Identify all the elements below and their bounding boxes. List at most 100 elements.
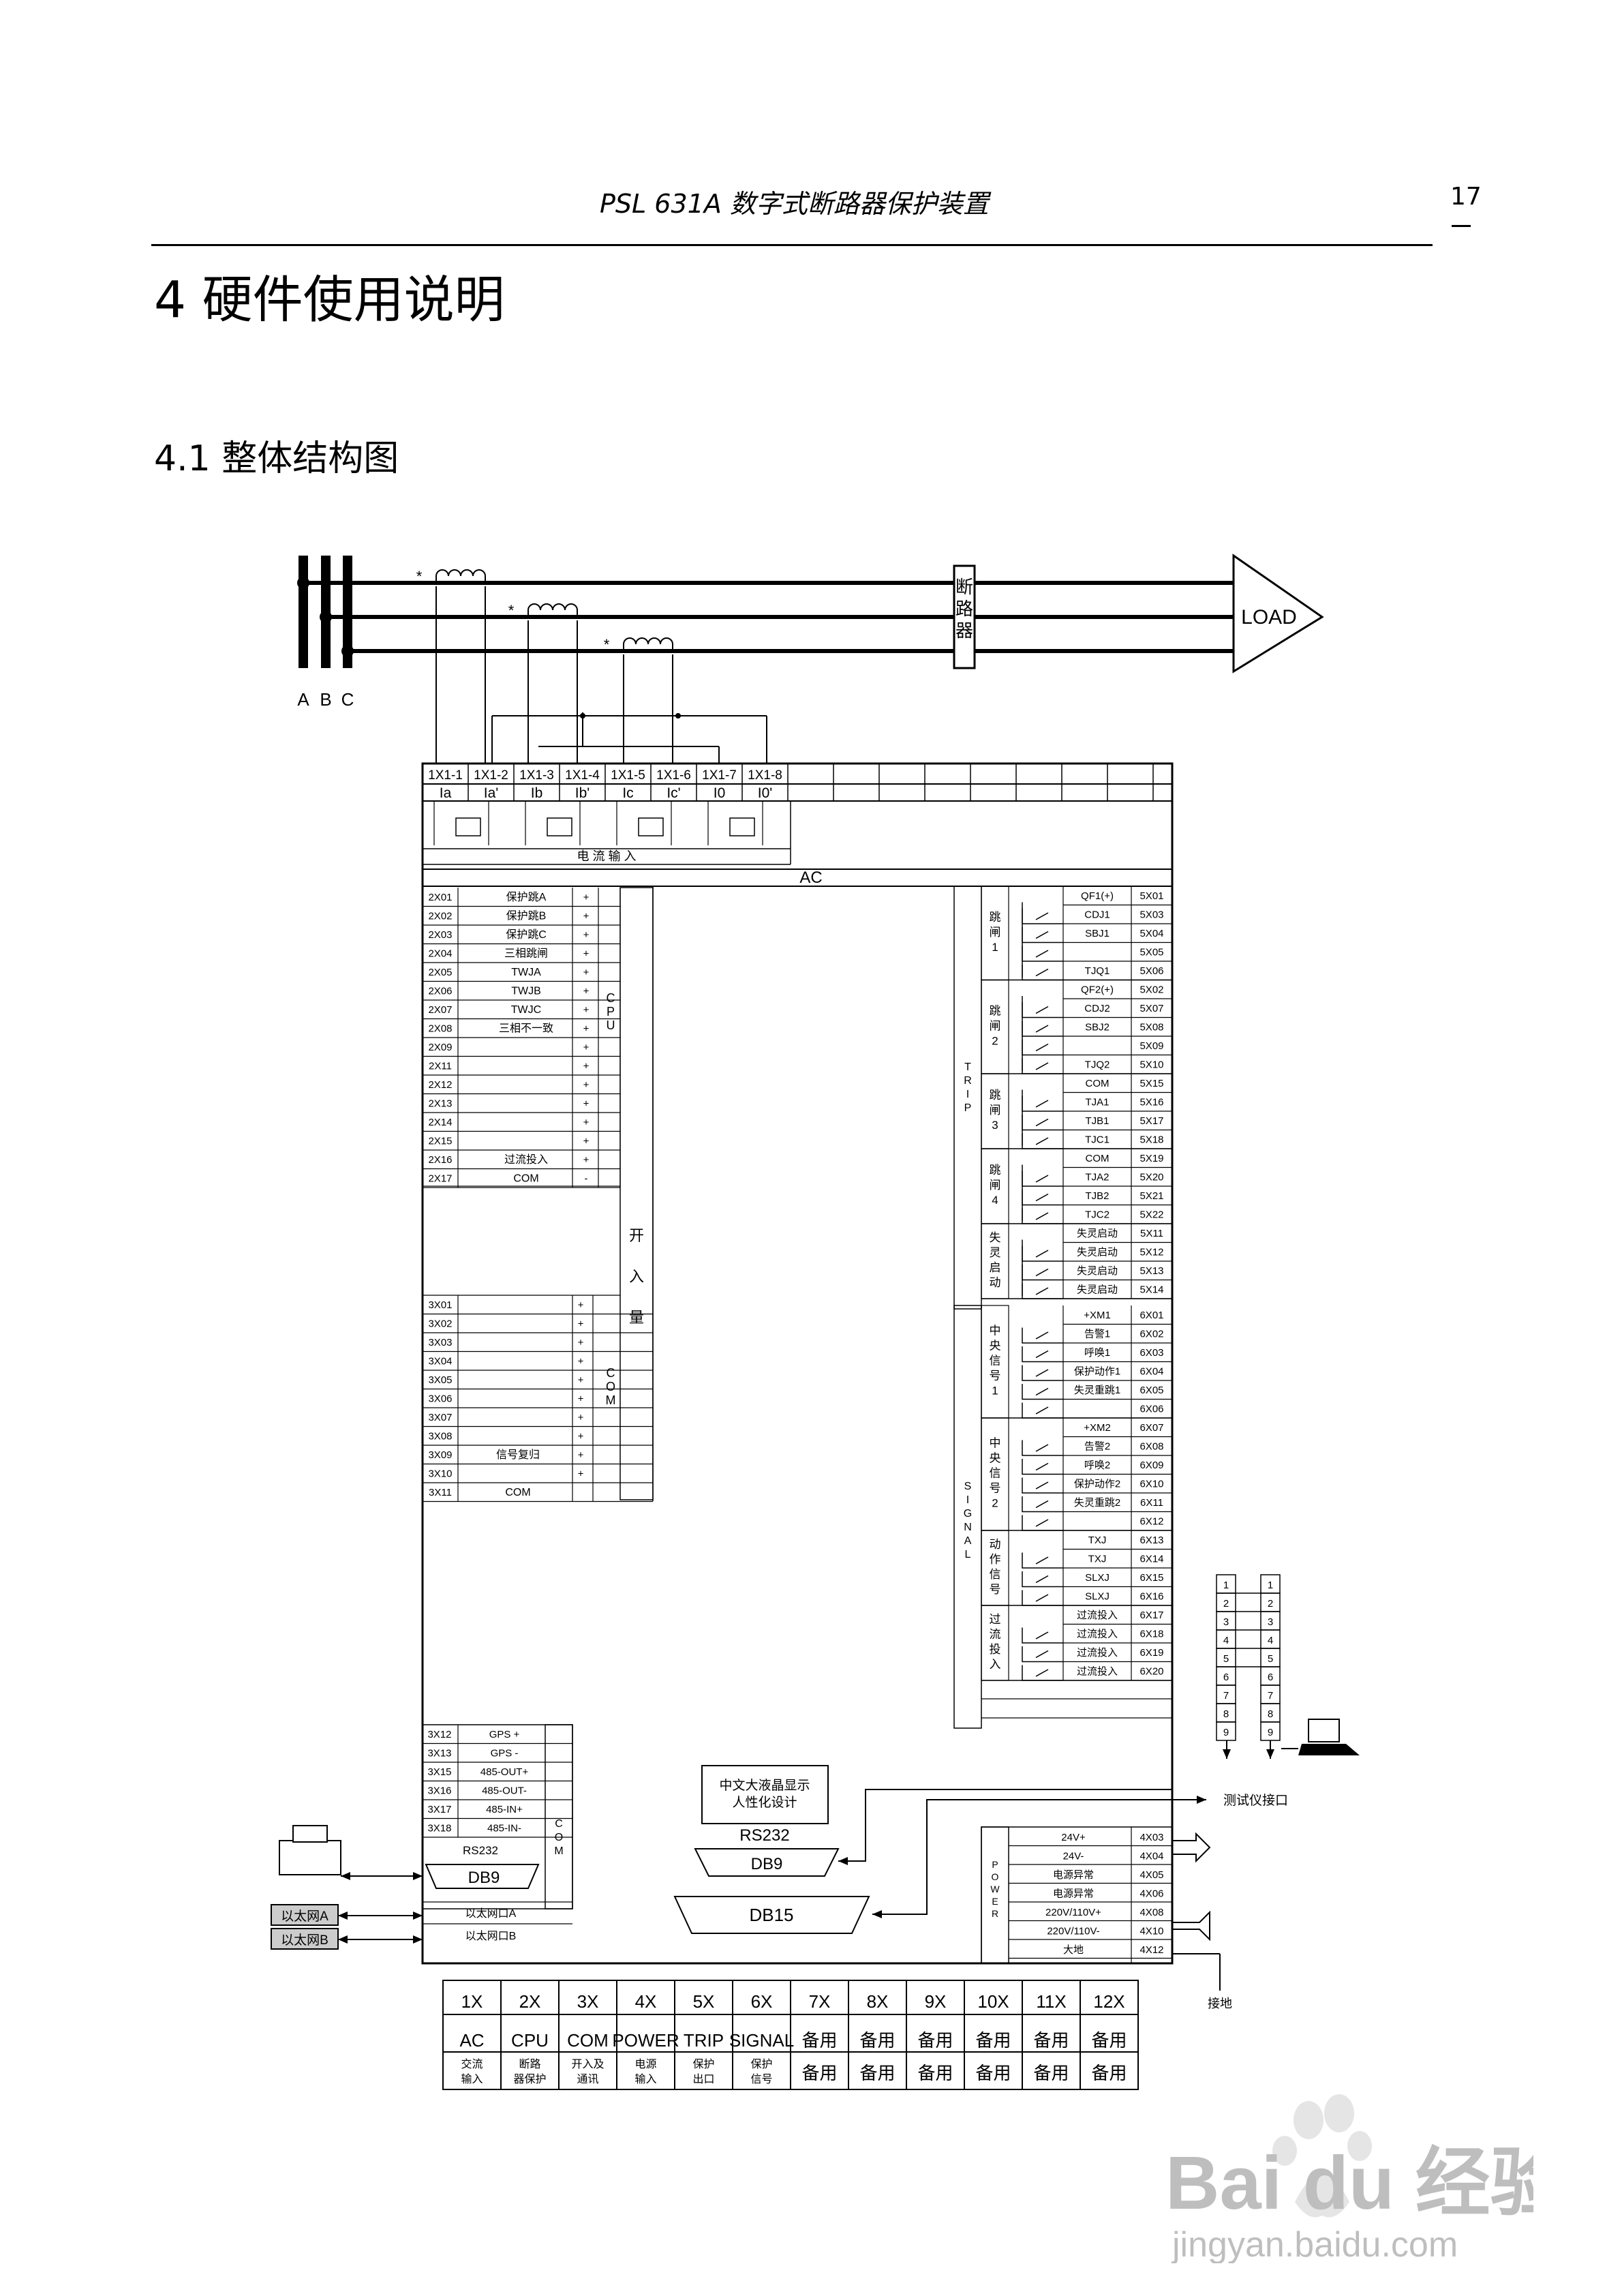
trip-contact <box>1022 946 1063 962</box>
arrow <box>413 1912 423 1920</box>
ct-polarity: * <box>604 636 610 653</box>
trip-group-name: 跳 <box>990 911 1001 924</box>
ac-ct <box>638 817 664 836</box>
slot-desc: 备用 <box>801 2063 837 2083</box>
slot-id: 10X <box>977 1991 1009 2012</box>
slot-id: 2X <box>519 1991 541 2012</box>
com-terminal: 3X05 <box>428 1374 452 1386</box>
cpu-title: P <box>607 1005 615 1018</box>
ct-coil <box>448 569 461 577</box>
trip-terminal: 5X01 <box>1139 890 1163 902</box>
cpu-terminal: 2X05 <box>428 967 452 978</box>
slot-desc: 断路 <box>519 2058 540 2070</box>
slot-desc: 备用 <box>917 2063 953 2083</box>
arrow <box>338 1912 348 1920</box>
com-polarity: + <box>578 1393 584 1405</box>
cpu-signal: COM <box>513 1173 538 1185</box>
trip-terminal: 5X19 <box>1139 1153 1163 1164</box>
trip-terminal: 5X02 <box>1139 984 1163 996</box>
slot-desc: 备用 <box>1091 2063 1127 2083</box>
cpu-terminal: 2X01 <box>428 892 452 903</box>
cpu-polarity: + <box>583 1004 590 1016</box>
phase-label: B <box>320 689 331 710</box>
ac-terminal: 1X1-2 <box>474 768 508 783</box>
header-title: PSL 631A 数字式断路器保护装置 <box>600 189 989 219</box>
db15-link <box>872 1799 1172 1915</box>
trip-signal: TJA1 <box>1085 1097 1109 1108</box>
slot-id: 7X <box>809 1991 831 2012</box>
slot-name: 备用 <box>975 2030 1011 2051</box>
trip-title: I <box>966 1089 969 1100</box>
slot-id: 11X <box>1036 1991 1066 2012</box>
ac-terminal: 1X1-8 <box>748 768 782 783</box>
signal-contact <box>1022 1552 1063 1569</box>
breaker-label: 器 <box>955 620 973 641</box>
test-pin: 2 <box>1268 1598 1273 1610</box>
signal-terminal: 6X15 <box>1139 1572 1163 1584</box>
signal-title: L <box>965 1549 971 1560</box>
com-polarity: + <box>578 1431 584 1442</box>
trip-contact <box>1022 1265 1063 1281</box>
com-title-2: C <box>555 1818 563 1830</box>
trip-signal: CDJ1 <box>1084 909 1110 921</box>
trip-terminal: 5X08 <box>1139 1022 1163 1033</box>
arrow <box>1223 1749 1231 1759</box>
signal-contact <box>1022 1496 1063 1513</box>
test-pin: 1 <box>1223 1580 1229 1591</box>
ac-label: I0' <box>758 785 773 801</box>
power-signal: 220V/110V- <box>1047 1926 1099 1937</box>
printer-paper <box>292 1825 328 1843</box>
ac-terminal: 1X1-5 <box>611 768 645 783</box>
slot-id: 12X <box>1093 1991 1124 2012</box>
laptop-base <box>1298 1744 1360 1755</box>
ct-coil <box>472 569 486 577</box>
power-terminal: 4X05 <box>1139 1869 1163 1881</box>
trip-title: T <box>964 1061 971 1073</box>
signal-group-name: 号 <box>990 1370 1001 1383</box>
printer-icon <box>279 1840 341 1875</box>
signal-item: 过流投入 <box>1077 1629 1118 1640</box>
test-pin: 7 <box>1223 1690 1229 1702</box>
signal-item: 过流投入 <box>1077 1666 1118 1678</box>
slot-desc: 通讯 <box>577 2073 598 2085</box>
trip-group-name: 跳 <box>990 1164 1001 1177</box>
signal-terminal: 6X16 <box>1139 1591 1163 1603</box>
signal-item: +XM2 <box>1084 1422 1111 1434</box>
lcd-line2: 人性化设计 <box>732 1795 797 1810</box>
signal-contact <box>1022 1459 1063 1475</box>
trip-terminal: 5X11 <box>1140 1228 1163 1239</box>
com-terminal: 3X04 <box>428 1356 452 1368</box>
signal-item: 呼唤2 <box>1084 1460 1110 1471</box>
signal-group-name: 1 <box>992 1385 998 1398</box>
trip-terminal: 5X03 <box>1139 909 1163 921</box>
trip-contact <box>1022 1058 1063 1074</box>
ac-terminal: 1X1-1 <box>428 768 463 783</box>
trip-signal: QF2(+) <box>1081 984 1114 996</box>
trip-signal: 失灵启动 <box>1077 1265 1118 1277</box>
ac-label: Ia' <box>484 785 499 801</box>
slot-id: 1X <box>461 1991 483 2012</box>
trip-signal: CDJ2 <box>1084 1003 1110 1014</box>
cpu-terminal: 2X17 <box>428 1173 452 1185</box>
signal-item: 呼唤1 <box>1084 1347 1110 1359</box>
cpu-polarity: + <box>583 967 590 978</box>
signal-item: 过流投入 <box>1077 1647 1118 1659</box>
power-terminal: 4X12 <box>1139 1944 1163 1956</box>
slot-name: POWER <box>612 2030 679 2051</box>
trip-terminal: 5X17 <box>1139 1115 1163 1127</box>
trip-signal: 失灵启动 <box>1077 1284 1118 1296</box>
slot-name: TRIP <box>684 2030 724 2051</box>
signal-item: 失灵重跳1 <box>1074 1385 1120 1396</box>
lcd-db15-label: DB15 <box>749 1905 793 1925</box>
test-pin: 8 <box>1268 1708 1273 1720</box>
test-pin: 2 <box>1223 1598 1229 1610</box>
slot-desc: 交流 <box>461 2058 483 2070</box>
trip-contact <box>1022 908 1063 924</box>
ct-polarity: * <box>508 602 515 619</box>
watermark-brand: Bai du 经验 <box>1165 2141 1533 2225</box>
cpu-polarity: + <box>583 1136 590 1147</box>
com-net-b: 以太网口B <box>465 1930 517 1942</box>
ground-label: 接地 <box>1208 1997 1232 2010</box>
signal-contact <box>1022 1627 1063 1644</box>
